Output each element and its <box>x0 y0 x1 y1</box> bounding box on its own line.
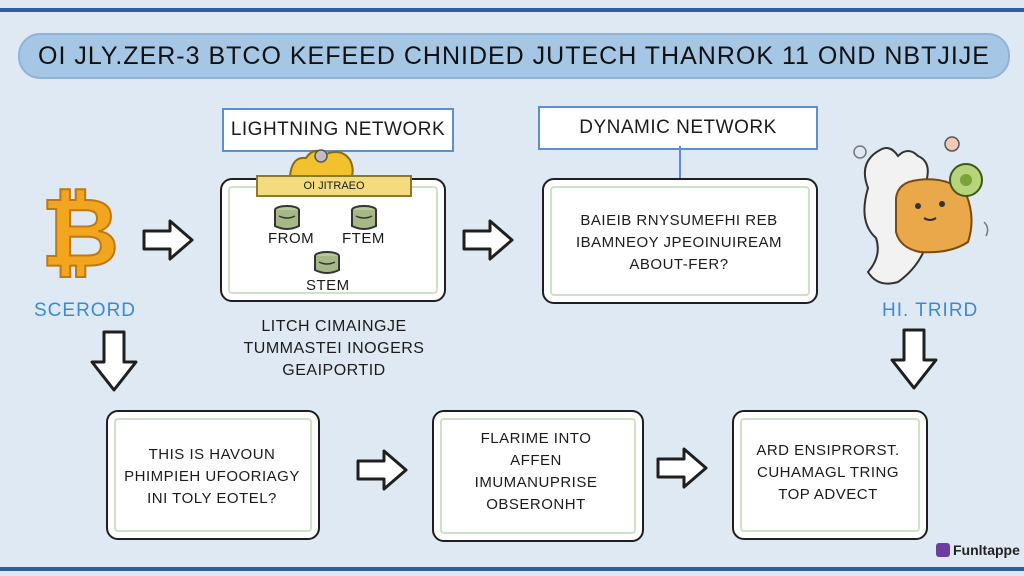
right-label: HI. TRIRD <box>882 300 979 321</box>
text-line: ABOUT-FER? <box>629 256 729 273</box>
lightning-network-tag: LIGHTNING NETWORK <box>222 108 454 152</box>
svg-text:₿: ₿ <box>41 177 119 278</box>
text-line: FLARIME INTO <box>480 430 592 447</box>
text-line: CUHAMAGL TRING <box>756 464 899 481</box>
text-line: THIS IS HAVOUN <box>148 446 276 463</box>
database-icon <box>274 205 300 230</box>
text-line: IBAMNEOY JPEOINUIREAM <box>575 234 783 251</box>
text-line: AFFEN <box>510 452 562 469</box>
bitcoin-icon: ₿ <box>40 176 120 278</box>
text-line: OBSERONHT <box>486 496 586 513</box>
arrow-down-icon <box>90 330 138 392</box>
text-line: ARD ENSIPRORST. <box>756 442 900 459</box>
dynamic-network-tag: DYNAMIC NETWORK <box>538 106 818 150</box>
left-label: SCERORD <box>34 300 137 321</box>
db-label-stem: STEM <box>306 277 350 294</box>
lightning-caption: LITCH CIMAINGJE TUMMASTEI INOGERS GEAIPO… <box>224 316 444 382</box>
brand-name: Funltappe <box>953 542 1020 558</box>
lightning-network-box <box>220 178 446 302</box>
bottom-box-2-text: FLARIME INTO AFFEN IMUMANUPRISE OBSERONH… <box>436 428 636 516</box>
bottom-box-3-text: ARD ENSIPRORST. CUHAMAGL TRING TOP ADVEC… <box>736 440 920 506</box>
caption-line: TUMMASTEI INOGERS <box>243 340 425 357</box>
text-line: INI TOLY EOTEL? <box>147 490 277 507</box>
arrow-right-icon <box>656 447 708 489</box>
caption-line: GEAIPORTID <box>282 362 386 379</box>
bottom-box-3 <box>732 410 928 540</box>
cartoon-creature-icon <box>853 136 989 285</box>
bottom-border <box>0 567 1024 571</box>
bottom-box-1-text: THIS IS HAVOUN PHIMPIEH UFOORIAGY INI TO… <box>110 444 314 510</box>
lightning-subtag: OI JITRAEO <box>256 175 412 197</box>
text-line: TOP ADVECT <box>778 486 878 503</box>
database-icon <box>314 251 340 274</box>
db-label-from: FROM <box>268 230 315 247</box>
arrow-down-icon <box>890 328 938 390</box>
dynamic-network-box <box>542 178 818 304</box>
title-banner: OI JLY.ZER-3 BTCO KEFEED CHNIDED JUTECH … <box>18 33 1010 79</box>
arrow-right-icon <box>462 219 514 261</box>
brand-icon <box>936 543 950 557</box>
dynamic-network-text: BAIEIB RNYSUMEFHI REB IBAMNEOY JPEOINUIR… <box>548 210 810 276</box>
page-title: OI JLY.ZER-3 BTCO KEFEED CHNIDED JUTECH … <box>38 41 990 70</box>
text-line: PHIMPIEH UFOORIAGY <box>124 468 300 485</box>
text-line: IMUMANUPRISE <box>474 474 598 491</box>
caption-line: LITCH CIMAINGJE <box>261 318 407 335</box>
db-label-ftem: FTEM <box>342 230 385 247</box>
text-line: BAIEIB RNYSUMEFHI REB <box>580 212 778 229</box>
brand-logo: Funltappe <box>936 542 1020 558</box>
top-border <box>0 8 1024 12</box>
bottom-box-1 <box>106 410 320 540</box>
lightning-node-icon <box>288 149 354 177</box>
arrow-right-icon <box>356 449 408 491</box>
bottom-box-2 <box>432 410 644 542</box>
arrow-right-icon <box>142 219 194 261</box>
database-icon <box>351 205 377 230</box>
